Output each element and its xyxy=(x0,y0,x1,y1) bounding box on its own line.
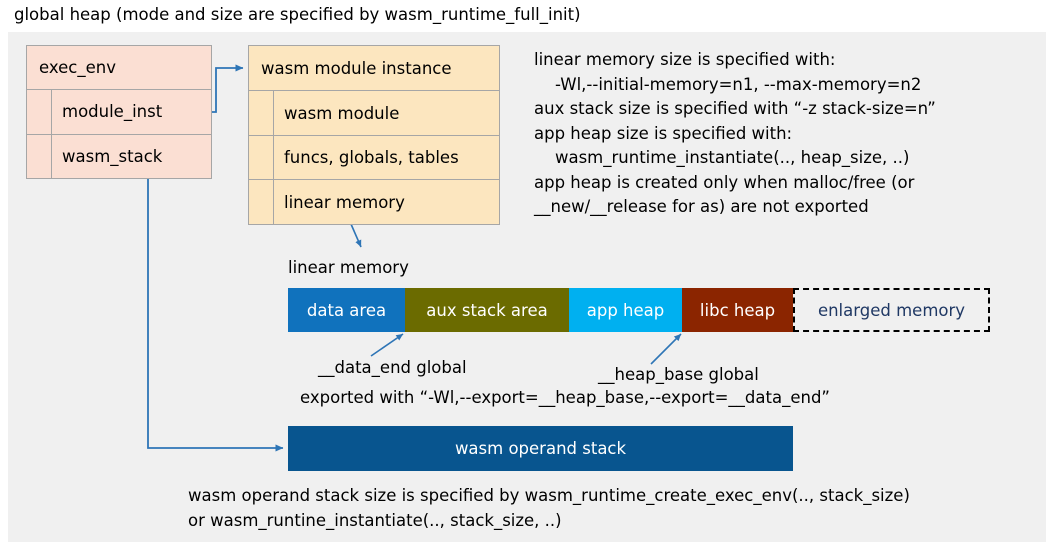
connector-wasm-stack-to-operand-stack xyxy=(147,178,284,452)
linear-memory-caption: linear memory xyxy=(288,258,409,277)
page-title: global heap (mode and size are specified… xyxy=(14,5,581,24)
exec-env-header-row: exec_env xyxy=(27,46,211,89)
exec-env-box: exec_env module_inst wasm_stack xyxy=(26,45,212,179)
indent-spacer xyxy=(249,180,274,224)
indent-spacer xyxy=(249,91,274,135)
indent-spacer xyxy=(27,90,52,134)
exec-env-row-wasm-stack: wasm_stack xyxy=(27,133,211,178)
module-instance-field-linear-memory: linear memory xyxy=(284,192,405,212)
memory-segment-enlarged-memory: enlarged memory xyxy=(793,288,990,332)
wasm-module-instance-box: wasm module instance wasm module funcs, … xyxy=(248,45,500,225)
exec-env-field-module-inst: module_inst xyxy=(62,102,163,122)
module-instance-title: wasm module instance xyxy=(261,58,452,78)
module-instance-header-row: wasm module instance xyxy=(249,46,499,90)
module-instance-field-wasm-module: wasm module xyxy=(284,103,400,123)
module-instance-field-funcs-globals-tables: funcs, globals, tables xyxy=(284,148,459,168)
memory-segment-app-heap: app heap xyxy=(569,288,682,332)
annotation-heap-base: __heap_base global xyxy=(598,365,759,384)
annotation-data-end: __data_end global xyxy=(318,358,467,377)
memory-segment-libc-heap: libc heap xyxy=(682,288,793,332)
memory-segment-aux-stack-area: aux stack area xyxy=(405,288,569,332)
linear-memory-notes: linear memory size is specified with: -W… xyxy=(534,50,936,216)
wasm-operand-stack-box: wasm operand stack xyxy=(288,426,793,471)
operand-stack-notes: wasm operand stack size is specified by … xyxy=(188,486,910,530)
module-instance-row-funcs-globals-tables: funcs, globals, tables xyxy=(249,134,499,180)
exec-env-field-wasm-stack: wasm_stack xyxy=(62,146,163,166)
annotation-export-note: exported with “-Wl,--export=__heap_base,… xyxy=(300,388,830,407)
pointer-data-end xyxy=(370,333,404,357)
module-instance-row-linear-memory: linear memory xyxy=(249,179,499,224)
exec-env-title: exec_env xyxy=(39,58,116,78)
module-instance-row-wasm-module: wasm module xyxy=(249,90,499,135)
indent-spacer xyxy=(249,135,274,180)
linear-memory-layout-bar: data area aux stack area app heap libc h… xyxy=(288,288,990,332)
memory-segment-data-area: data area xyxy=(288,288,405,332)
pointer-heap-base xyxy=(650,333,682,365)
exec-env-row-module-inst: module_inst xyxy=(27,89,211,134)
indent-spacer xyxy=(27,134,52,178)
